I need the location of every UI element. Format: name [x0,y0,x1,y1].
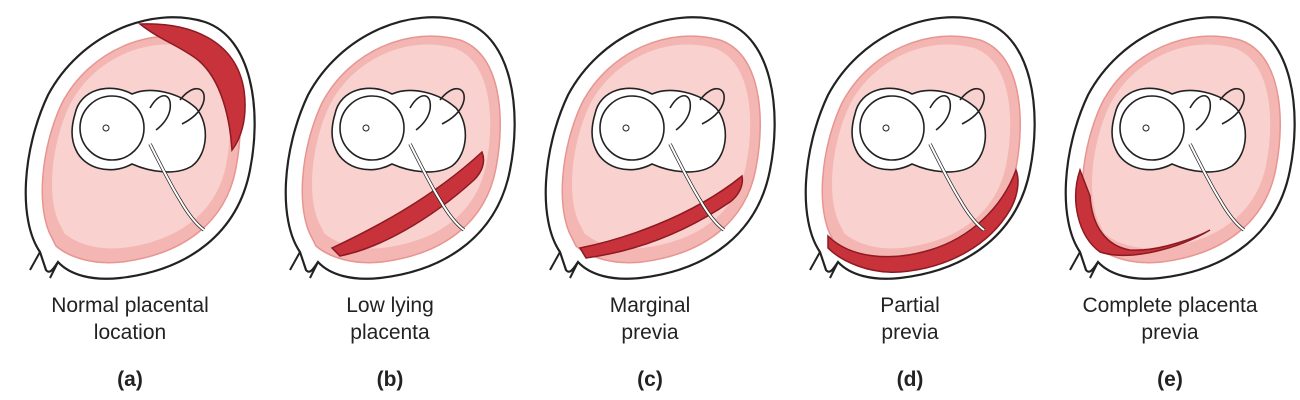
panel-b: Low lying placenta (b) [260,0,520,400]
umbilical-cord [1189,143,1245,231]
fetus [71,87,207,232]
caption-a: Normal placental location [0,292,260,346]
uterus-illustration-c [544,16,776,280]
caption-e-line-1: Complete placenta [1082,294,1258,317]
caption-e: Complete placenta previa [1040,292,1300,346]
fetus [591,87,727,232]
fetus-head [339,95,405,161]
panel-a: Normal placental location (a) [0,0,260,400]
fetus [1111,87,1247,232]
label-c: (c) [637,368,663,391]
uterus-illustration-a [24,16,256,280]
cervix-lines [809,251,839,279]
uterus-group-a [24,16,256,280]
label-e: (e) [1157,368,1183,391]
fetus-head [599,95,665,161]
fetus-leg [1219,87,1245,125]
cervix-lines [1069,251,1099,279]
fetus-ear [622,124,630,132]
fetus-arm [409,95,432,131]
placenta-partial [827,167,1019,273]
fetus [331,87,467,232]
fetus-leg [179,87,205,125]
umbilical-cord [929,143,985,231]
caption-c-line-1: Marginal [609,294,691,317]
fetus-arm [669,95,692,131]
fetus-ear [102,124,110,132]
fetus [851,87,987,232]
cervix-lines [29,251,59,279]
uterus-illustration-d [804,16,1036,280]
caption-b-line-2: placenta [350,321,430,344]
panel-e: Complete placenta previa (e) [1040,0,1300,400]
caption-b: Low lying placenta [260,292,520,346]
fetus-head [79,95,145,161]
caption-c: Marginal previa [520,292,780,346]
fetus-leg [439,87,465,125]
caption-d: Partial previa [780,292,1040,346]
label-b: (b) [376,368,404,391]
fetus-head [859,95,925,161]
fetus-arm [149,95,172,131]
fetus-ear [1142,124,1150,132]
fetus-arm [1189,95,1212,131]
label-a: (a) [117,368,143,391]
uterus-group-d [804,16,1036,280]
caption-a-line-2: location [93,321,167,344]
caption-c-line-2: previa [621,321,679,344]
label-d: (d) [896,368,924,391]
fetus-head [1119,95,1185,161]
placenta-complete [1075,167,1211,256]
panel-c: Marginal previa (c) [520,0,780,400]
uterus-group-c [544,16,776,280]
fetus-leg [699,87,725,125]
caption-e-line-2: previa [1141,321,1199,344]
fetus-ear [362,124,370,132]
umbilical-cord [669,143,725,231]
caption-a-line-1: Normal placental [51,294,209,317]
fetus-ear [882,124,890,132]
caption-b-line-1: Low lying [346,294,434,317]
caption-d-line-2: previa [881,321,939,344]
placenta-low [330,150,485,257]
cervix-lines [549,251,579,279]
uterus-group-b [284,16,516,280]
fetus-arm [929,95,952,131]
placenta-fundal [137,23,246,152]
cervix-lines [289,251,319,279]
umbilical-cord [149,143,205,231]
uterus-illustration-b [284,16,516,280]
fetus-leg [959,87,985,125]
caption-d-line-1: Partial [880,294,940,317]
uterus-group-e [1064,16,1296,280]
placenta-marginal [578,174,744,259]
umbilical-cord [409,143,465,231]
uterus-illustration-e [1064,16,1296,280]
panel-d: Partial previa (d) [780,0,1040,400]
